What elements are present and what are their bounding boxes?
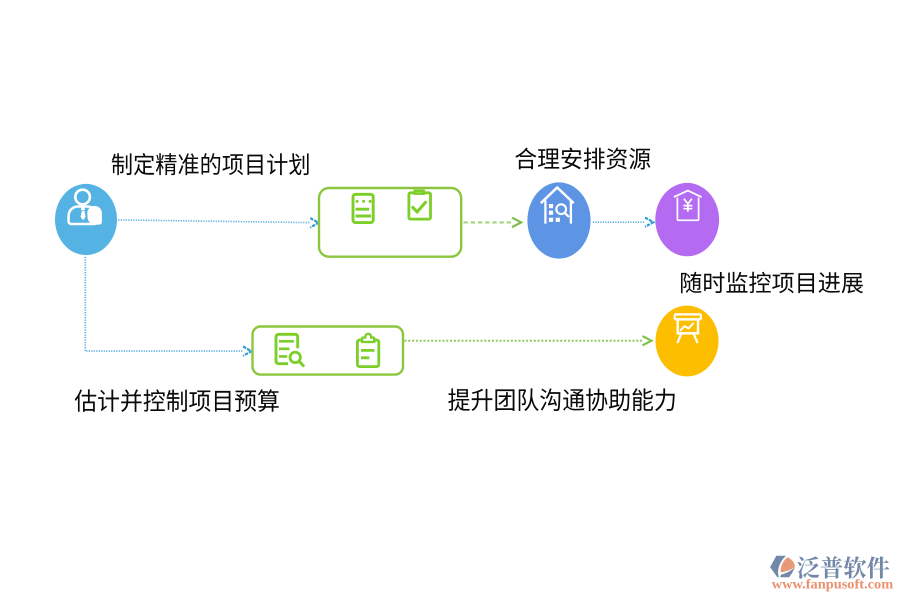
svg-text:www.fanpusoft.com: www.fanpusoft.com [772, 577, 894, 592]
